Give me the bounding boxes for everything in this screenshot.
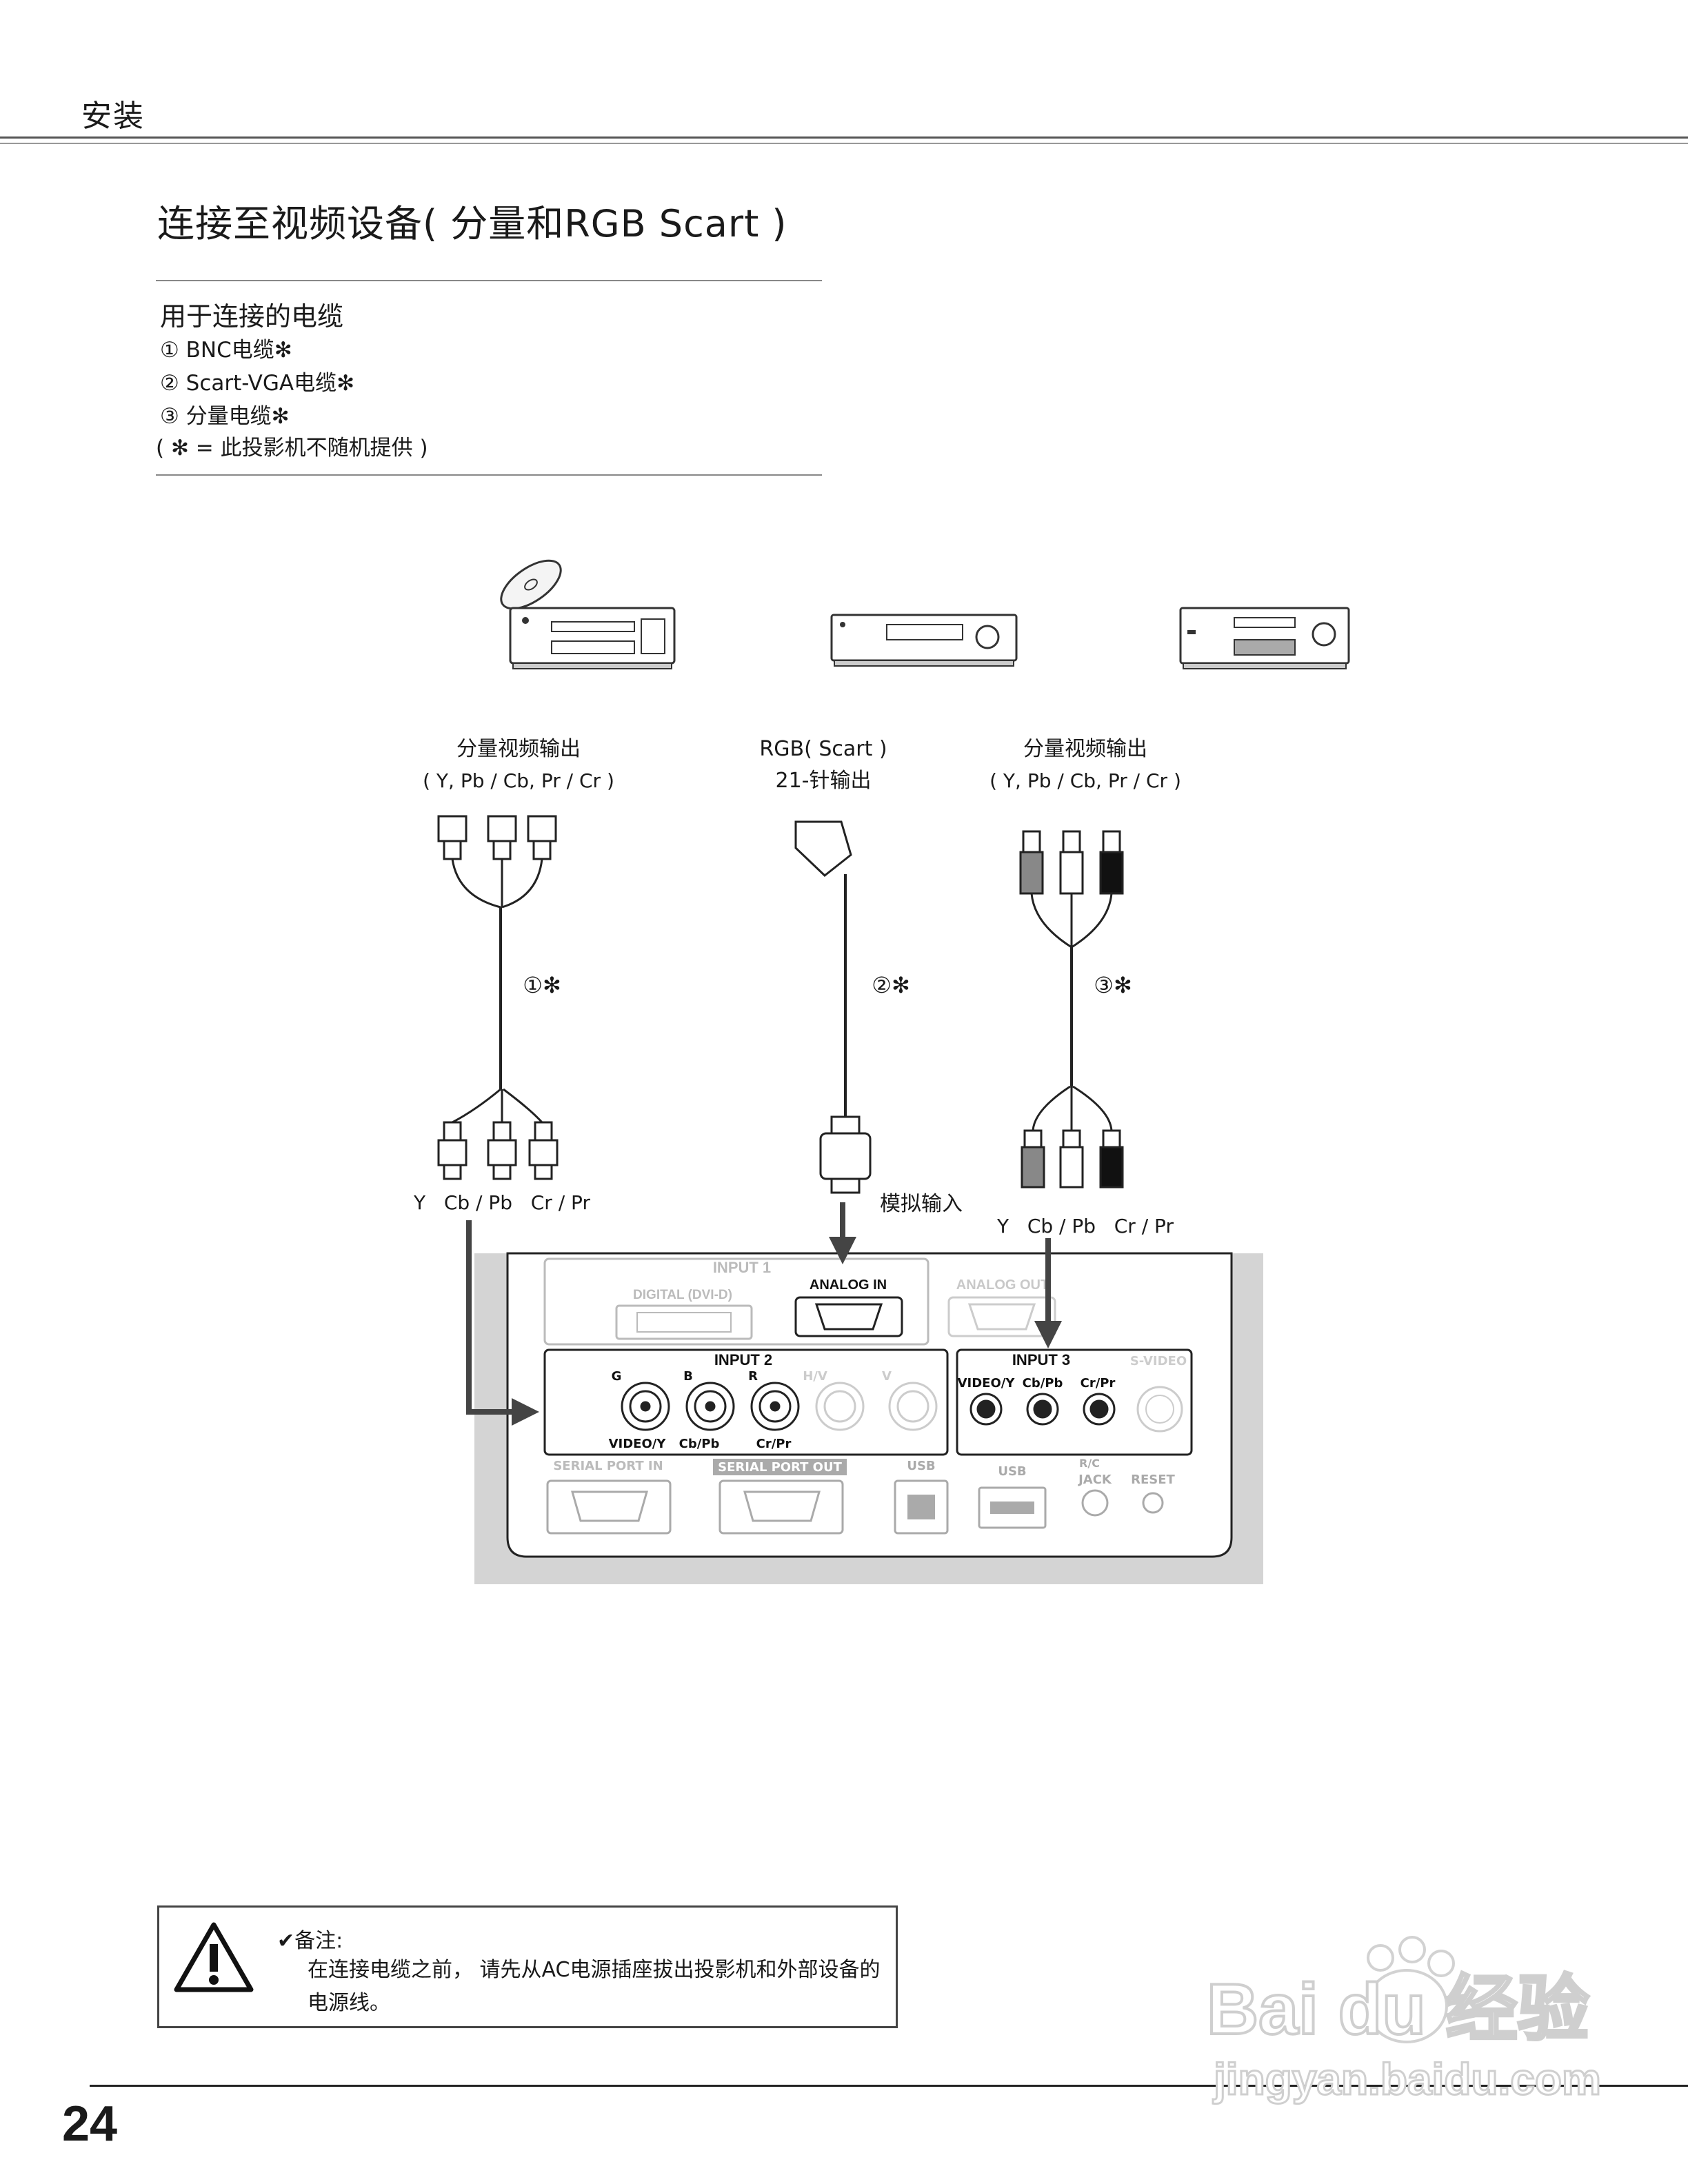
input2-cb-pb-label: Cb/Pb — [679, 1437, 720, 1451]
analog-input-label: 模拟输入 — [880, 1192, 963, 1216]
page-number: 24 — [62, 2096, 118, 2152]
cable-item-component: ③ 分量电缆✻ — [160, 404, 290, 429]
right-plug-labels: Y Cb / Pb Cr / Pr — [996, 1215, 1174, 1237]
paw-icon — [1365, 1936, 1455, 2043]
input3-cr-pr-label: Cr/Pr — [1081, 1376, 1116, 1391]
input3-video-y-label: VIDEO/Y — [958, 1376, 1016, 1391]
jack-label: JACK — [1077, 1473, 1112, 1487]
note-body: 在连接电缆之前， 请先从AC电源插座拔出投影机和外部设备的电源线。 — [308, 1958, 881, 2015]
svideo-label: S-VIDEO — [1130, 1354, 1187, 1368]
header-rule-thin — [0, 143, 1688, 144]
input2-b-label: B — [683, 1369, 693, 1384]
watermark-brand: Bai du 经验 — [1207, 1970, 1589, 2050]
vcr-icon — [830, 614, 1018, 667]
baidu-watermark: Bai du 经验 jingyan.baidu.com — [1205, 1936, 1602, 2105]
left-output-line2: ( Y, Pb / Cb, Pr / Cr ) — [423, 769, 614, 792]
right-output-line2: ( Y, Pb / Cb, Pr / Cr ) — [989, 769, 1181, 792]
page-title: 连接至视频设备( 分量和RGB Scart ) — [157, 202, 787, 245]
rc-jack-port — [1081, 1489, 1109, 1517]
cable-item-bnc: ① BNC电缆✻ — [160, 338, 292, 363]
header-rule — [0, 136, 1688, 139]
right-output-line1: 分量视频输出 — [1023, 737, 1147, 761]
watermark-url: jingyan.baidu.com — [1213, 2054, 1601, 2104]
cables-note: ( ✻ = 此投影机不随机提供 ) — [156, 436, 428, 461]
reset-label: RESET — [1131, 1473, 1175, 1487]
tuner-icon — [1179, 607, 1350, 669]
rc-label: R/C — [1079, 1457, 1100, 1470]
center-output-line2: 21-针输出 — [776, 769, 872, 793]
input2-label: INPUT 2 — [714, 1351, 772, 1368]
component-cable — [1019, 830, 1124, 1189]
input2-g-label: G — [612, 1369, 622, 1384]
input1-label: INPUT 1 — [713, 1259, 771, 1276]
warning-icon — [174, 1922, 254, 1992]
digital-dvi-label: DIGITAL (DVI-D) — [633, 1288, 732, 1302]
serial-in-label: SERIAL PORT IN — [553, 1459, 663, 1473]
input2-hv-label: H/V — [803, 1369, 827, 1384]
cables-top-rule — [156, 280, 822, 281]
cable1-label: ①✻ — [523, 972, 561, 998]
section-label: 安装 — [81, 99, 145, 134]
input2-v-label: V — [882, 1369, 892, 1384]
input3-label: INPUT 3 — [1012, 1351, 1070, 1368]
left-output-line1: 分量视频输出 — [456, 737, 581, 761]
bnc-cable — [437, 815, 559, 1180]
input2-cr-pr-label: Cr/Pr — [756, 1437, 792, 1451]
reset-button — [1142, 1492, 1164, 1514]
input2-r-label: R — [748, 1369, 758, 1384]
note-heading: ✔备注: — [277, 1929, 343, 1953]
analog-out-label: ANALOG OUT — [956, 1277, 1049, 1293]
footer-rule — [90, 2085, 1688, 2087]
cable3-label: ③✻ — [1094, 972, 1132, 998]
scart-vga-cable — [794, 820, 872, 1194]
usb-b-label: USB — [907, 1459, 935, 1473]
left-plug-labels: Y Cb / Pb Cr / Pr — [413, 1191, 590, 1214]
input2-video-y-label: VIDEO/Y — [609, 1437, 667, 1451]
serial-out-label: SERIAL PORT OUT — [718, 1460, 842, 1475]
input3-cb-pb-label: Cb/Pb — [1023, 1376, 1063, 1391]
cable2-label: ②✻ — [872, 972, 910, 998]
cables-bottom-rule — [156, 474, 822, 476]
analog-in-label: ANALOG IN — [810, 1277, 887, 1293]
cables-heading: 用于连接的电缆 — [160, 301, 344, 332]
cable-item-scart-vga: ② Scart-VGA电缆✻ — [160, 371, 355, 396]
center-output-line1: RGB( Scart ) — [759, 737, 887, 761]
dvd-player-icon — [500, 559, 676, 669]
left-arrow — [466, 1220, 539, 1426]
note-box — [157, 1905, 898, 2028]
usb-a-label: USB — [998, 1464, 1026, 1479]
